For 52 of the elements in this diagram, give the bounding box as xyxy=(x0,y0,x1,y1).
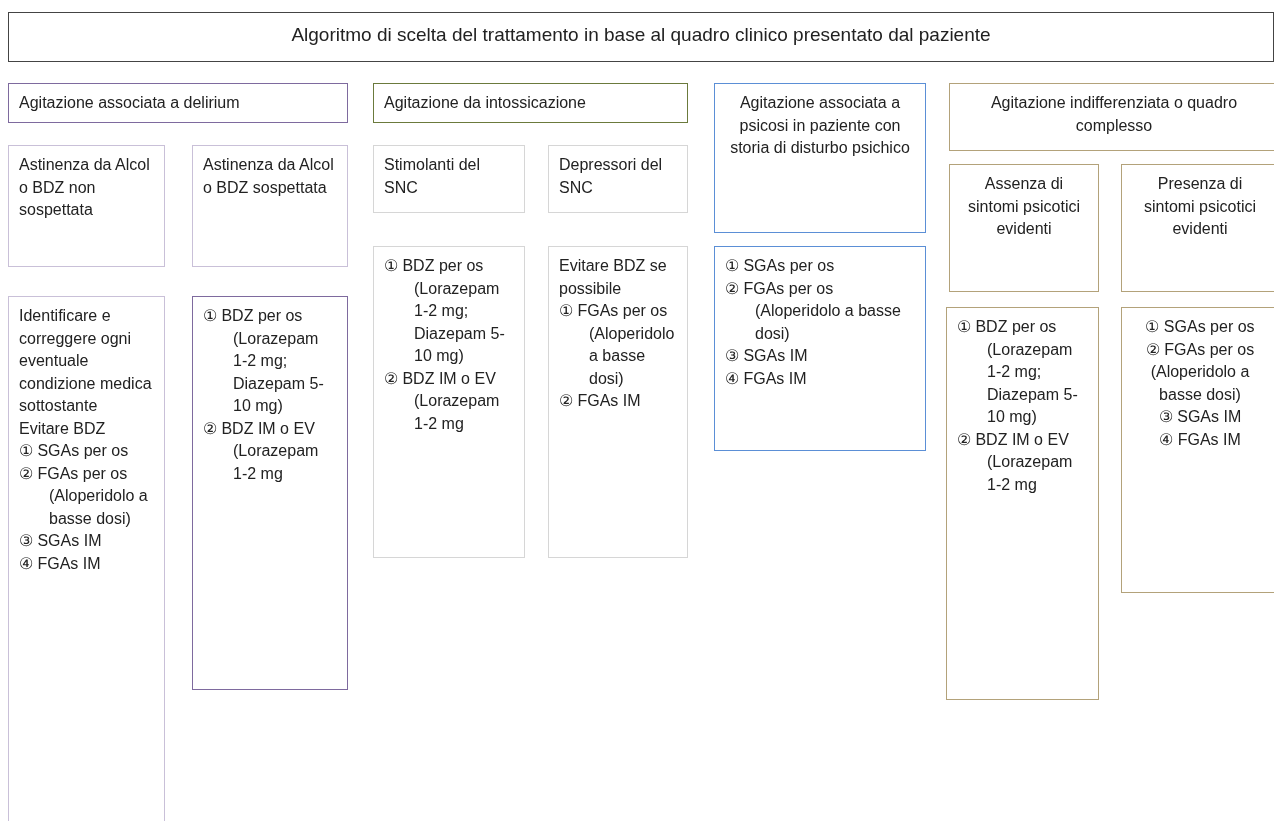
treatment-step: ② FGAs per os (Aloperidolo a basse dosi) xyxy=(19,462,154,530)
condition-box xyxy=(192,145,348,267)
treatment-step: ④ FGAs IM xyxy=(725,367,915,390)
treatment-box xyxy=(714,246,926,451)
treatment-box xyxy=(8,296,165,821)
node-label: Agitazione da intossicazione xyxy=(384,93,587,113)
treatment-step: ② FGAs per os (Aloperidolo a basse dosi) xyxy=(725,277,915,345)
treatment-step: ① BDZ per os (Lorazepam 1-2 mg; Diazepam 5-10 mg) xyxy=(957,316,1088,429)
node-label: Depressori del SNC xyxy=(559,155,664,198)
category-box xyxy=(949,83,1274,151)
node-label: Agitazione associata a delirium xyxy=(19,93,241,113)
node-label: Astinenza da Alcol o BDZ sospettata xyxy=(203,155,335,198)
category-box xyxy=(714,83,926,233)
node-label: Presenza di sintomi psicotici evidenti xyxy=(1143,174,1257,239)
condition-box xyxy=(373,145,525,213)
condition-box xyxy=(8,145,165,267)
treatment-step: Evitare BDZ xyxy=(19,417,154,440)
treatment-step: Identificare e correggere ogni eventuale condizione medica sottostante xyxy=(19,305,154,418)
treatment-box xyxy=(1121,307,1274,593)
category-box xyxy=(373,83,688,123)
category-box xyxy=(8,83,348,123)
node-label: Agitazione associata a psicosi in paziente con storia di disturbo psichico xyxy=(729,93,911,158)
node-label: Agitazione indifferenziata o quadro complesso xyxy=(989,93,1239,136)
treatment-step: ① SGAs per os xyxy=(1132,316,1268,339)
treatment-step: ③ SGAs IM xyxy=(725,345,915,368)
treatment-step: ② FGAs per os (Aloperidolo a basse dosi) xyxy=(1132,338,1268,406)
treatment-box xyxy=(373,246,525,558)
node-label: Algoritmo di scelta del trattamento in base al quadro clinico presentato dal paziente xyxy=(290,23,992,47)
treatment-step: ① FGAs per os (Aloperidolo a basse dosi) xyxy=(559,300,677,390)
treatment-step: ② FGAs IM xyxy=(559,390,677,413)
node-label: Stimolanti del SNC xyxy=(384,155,482,198)
treatment-step: ① SGAs per os xyxy=(725,255,915,278)
condition-box xyxy=(1121,164,1274,292)
treatment-box xyxy=(946,307,1099,700)
treatment-step: ① BDZ per os (Lorazepam 1-2 mg; Diazepam 5-10 mg) xyxy=(203,305,337,418)
condition-box xyxy=(548,145,688,213)
treatment-box xyxy=(192,296,348,690)
treatment-box xyxy=(548,246,688,558)
treatment-step: ① SGAs per os xyxy=(19,440,154,463)
treatment-step: ② BDZ IM o EV (Lorazepam 1-2 mg xyxy=(384,367,514,435)
treatment-step: ① BDZ per os (Lorazepam 1-2 mg; Diazepam 5-10 mg) xyxy=(384,255,514,368)
treatment-step: ② BDZ IM o EV (Lorazepam 1-2 mg xyxy=(957,428,1088,496)
treatment-step: ④ FGAs IM xyxy=(1132,428,1268,451)
treatment-step: ② BDZ IM o EV (Lorazepam 1-2 mg xyxy=(203,417,337,485)
node-label: Assenza di sintomi psicotici evidenti xyxy=(967,174,1081,239)
node-label: Astinenza da Alcol o BDZ non sospettata xyxy=(19,155,151,220)
condition-box xyxy=(949,164,1099,292)
treatment-step: ③ SGAs IM xyxy=(19,530,154,553)
treatment-step: ④ FGAs IM xyxy=(19,552,154,575)
treatment-step: ③ SGAs IM xyxy=(1132,406,1268,429)
treatment-step: Evitare BDZ se possibile xyxy=(559,255,677,300)
title-box xyxy=(8,12,1274,62)
